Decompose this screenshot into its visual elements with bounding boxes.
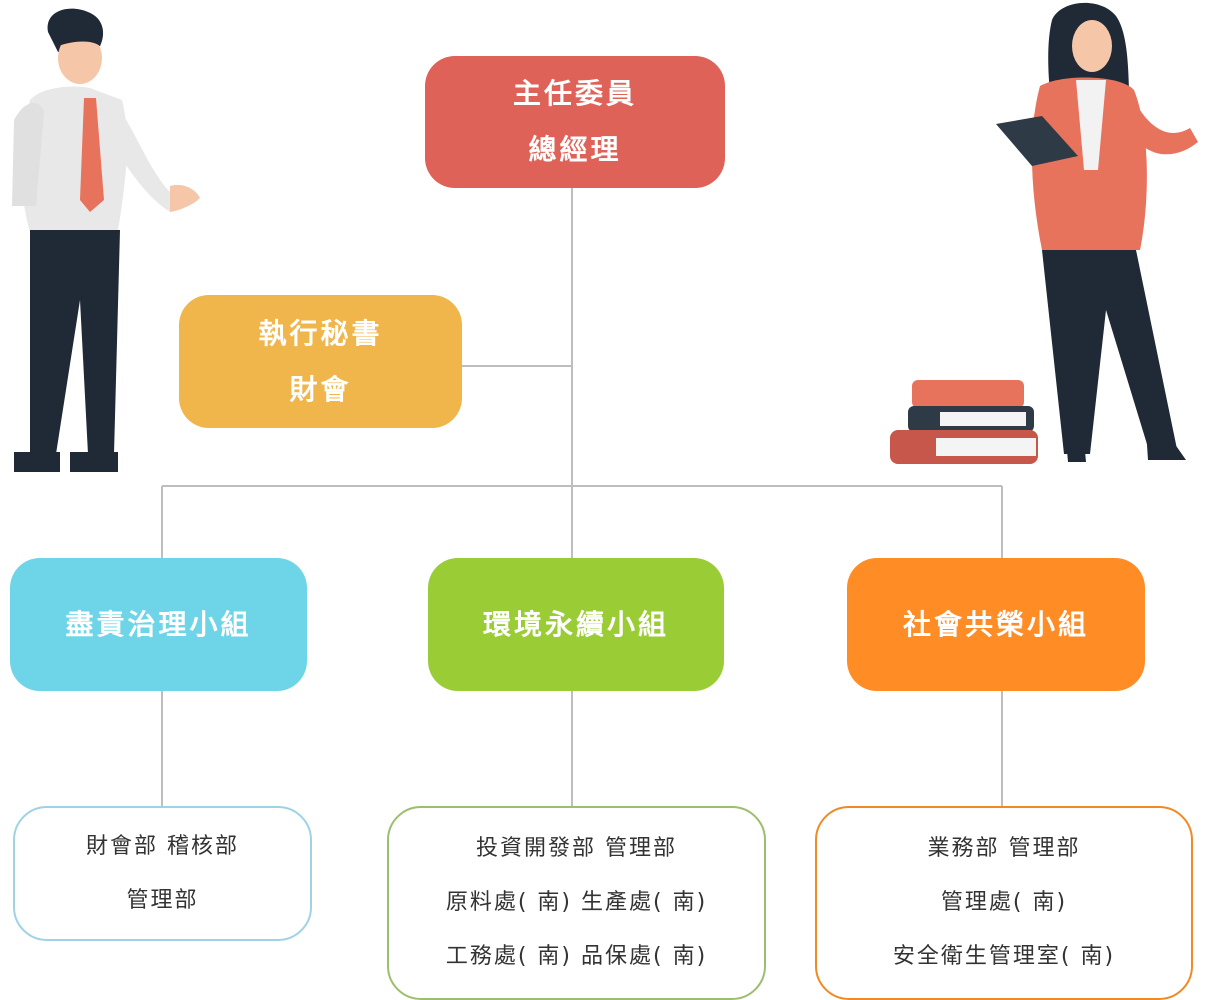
- general-manager-title: 總經理: [528, 133, 622, 166]
- dept-line: 安全衛生管理室( 南): [892, 944, 1116, 969]
- woman-illustration: [996, 2, 1198, 462]
- dept-line: 業務部 管理部: [927, 836, 1081, 861]
- dept-line: 工務處( 南) 品保處( 南): [445, 944, 708, 969]
- secretary-title: 執行秘書: [258, 316, 383, 350]
- man-illustration: [12, 8, 200, 472]
- dept-line: 管理處( 南): [940, 890, 1068, 915]
- chairman-box: 主任委員 總經理: [425, 56, 725, 188]
- group-environment-label: 環境永續小組: [482, 607, 669, 641]
- secretary-box: 執行秘書 財會: [179, 295, 462, 428]
- dept-line: 財會部 稽核部: [86, 833, 239, 859]
- dept-line: 原料處( 南) 生產處( 南): [445, 890, 708, 915]
- secretary-subtitle: 財會: [289, 372, 352, 406]
- group-governance-box: 盡責治理小組: [10, 558, 307, 691]
- group-governance-label: 盡責治理小組: [65, 607, 252, 641]
- dept-line: 管理部: [126, 887, 199, 913]
- group-social-box: 社會共榮小組: [847, 558, 1145, 691]
- group-social-label: 社會共榮小組: [902, 607, 1089, 641]
- departments-governance-box: 財會部 稽核部 管理部: [13, 806, 312, 941]
- chairman-title: 主任委員: [512, 77, 637, 110]
- departments-environment-box: 投資開發部 管理部 原料處( 南) 生產處( 南) 工務處( 南) 品保處( 南…: [387, 806, 766, 1000]
- group-environment-box: 環境永續小組: [428, 558, 724, 691]
- departments-social-box: 業務部 管理部 管理處( 南) 安全衛生管理室( 南): [815, 806, 1193, 1000]
- books-illustration: [890, 380, 1038, 464]
- dept-line: 投資開發部 管理部: [476, 836, 677, 861]
